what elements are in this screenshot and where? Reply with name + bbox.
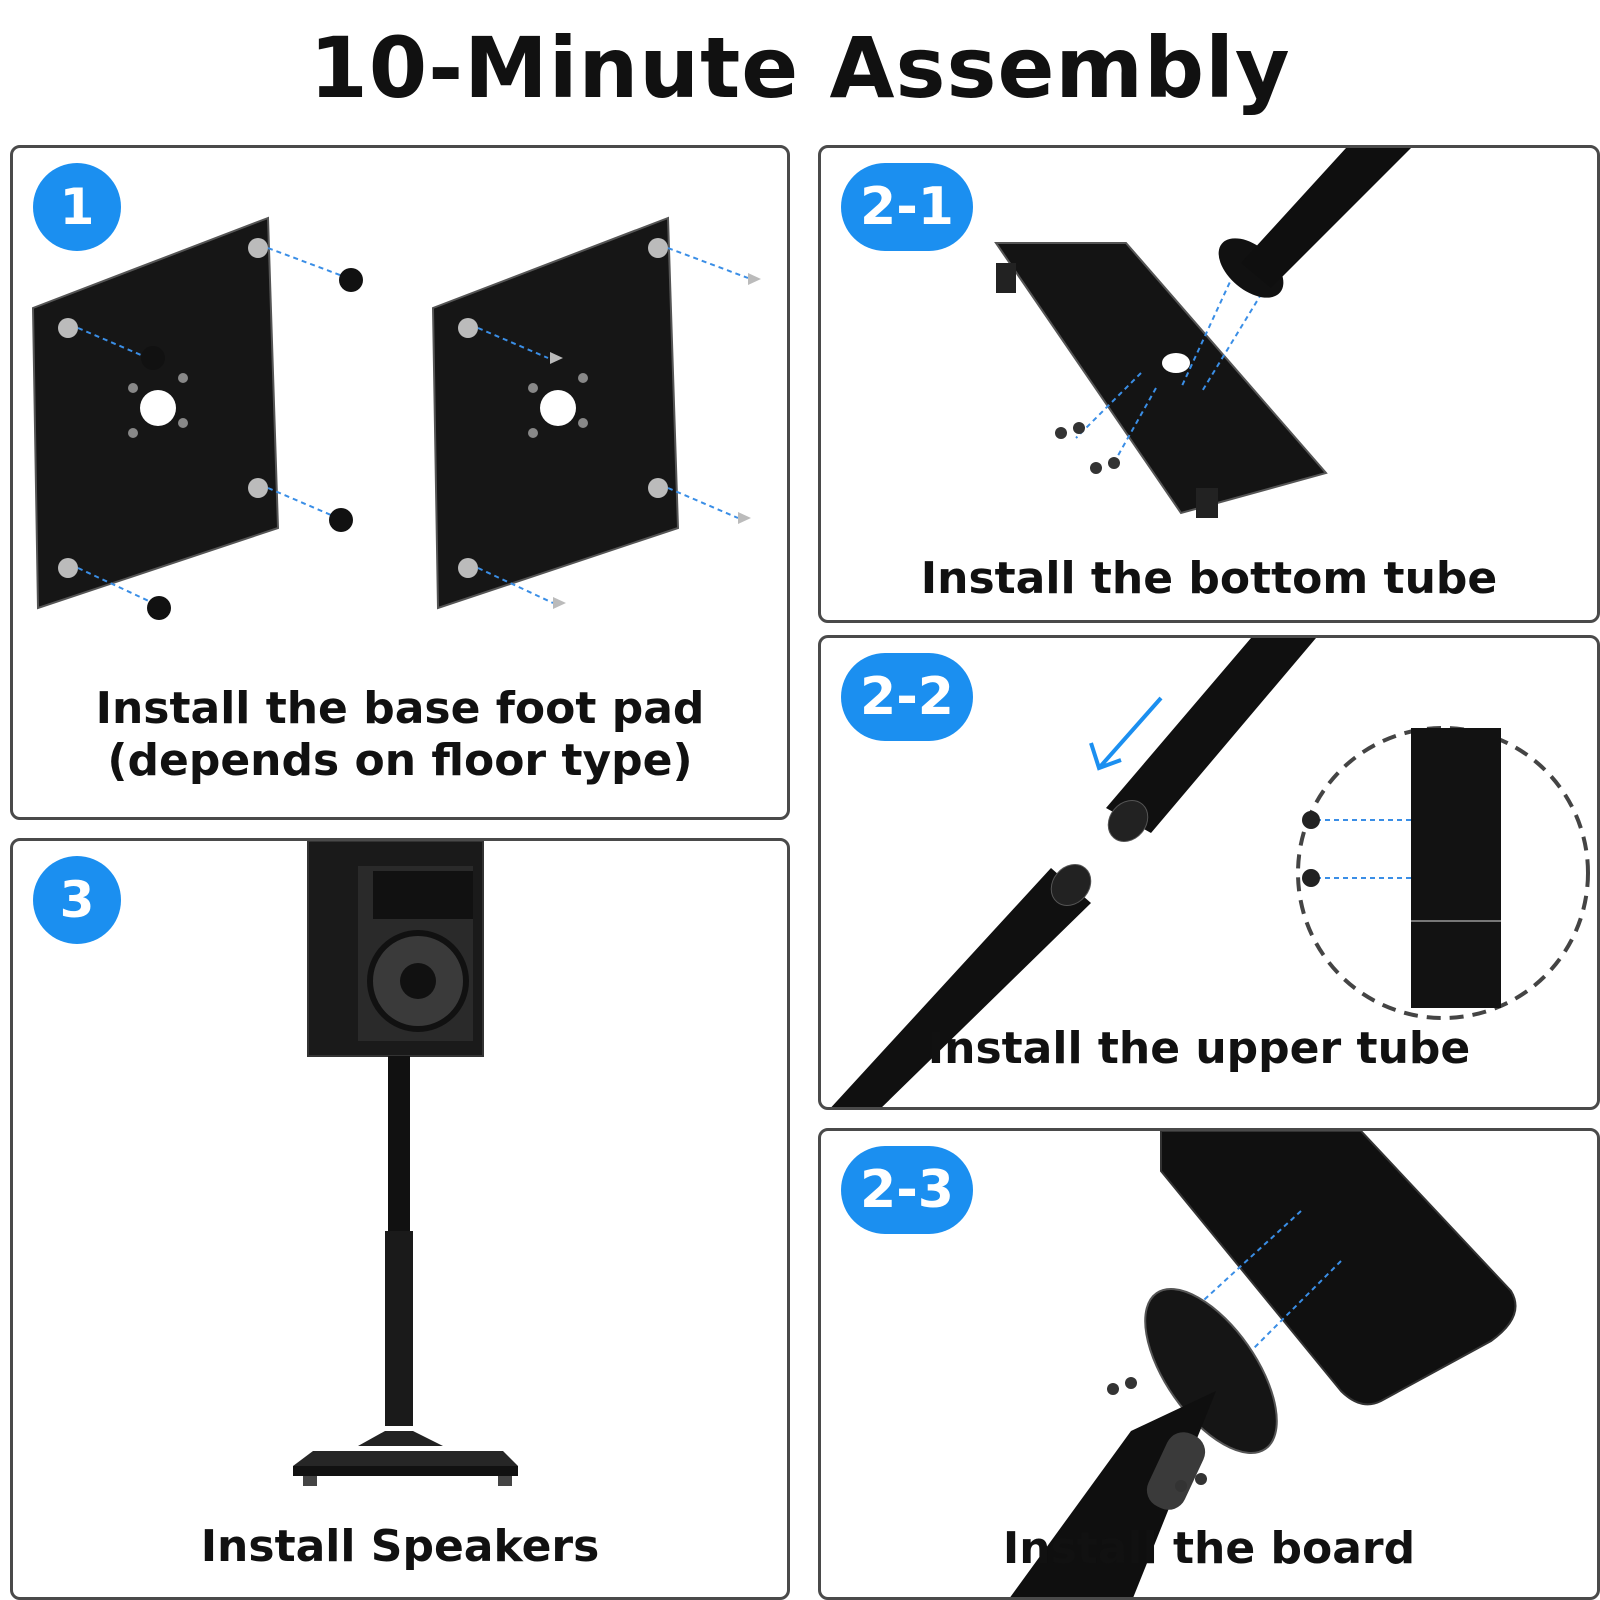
step-caption: Install Speakers (200, 1521, 600, 1572)
base-plate-icon (31, 216, 761, 620)
step-2-1-panel: 2-1 Install the bottom tube (818, 145, 1600, 623)
step-caption: Install the base foot pad (95, 683, 705, 734)
step-caption: Install the bottom tube (920, 553, 1498, 604)
bottom-tube-icon (994, 148, 1411, 518)
step-1-panel: 1 Install the base foot pad (depends on … (10, 145, 790, 820)
upper-tube-icon (831, 638, 1590, 1107)
step-caption-note: (depends on floor type) (107, 735, 693, 786)
step-caption: Install the upper tube (927, 1023, 1471, 1074)
step-badge: 2-3 (841, 1146, 973, 1234)
step-3-panel: 3 Install Speakers (10, 838, 790, 1600)
speaker-stand-icon (293, 841, 518, 1486)
step-badge: 2-1 (841, 163, 973, 251)
top-board-icon (1010, 1131, 1517, 1597)
page-title: 10-Minute Assembly (309, 19, 1291, 117)
step-2-3-panel: 2-3 Install the board (818, 1128, 1600, 1600)
step-badge: 2-2 (841, 653, 973, 741)
step-badge: 3 (33, 856, 121, 944)
step-badge: 1 (33, 163, 121, 251)
step-2-2-panel: 2-2 Install the upper tube (818, 635, 1600, 1110)
step-caption: Install the board (1002, 1523, 1416, 1574)
